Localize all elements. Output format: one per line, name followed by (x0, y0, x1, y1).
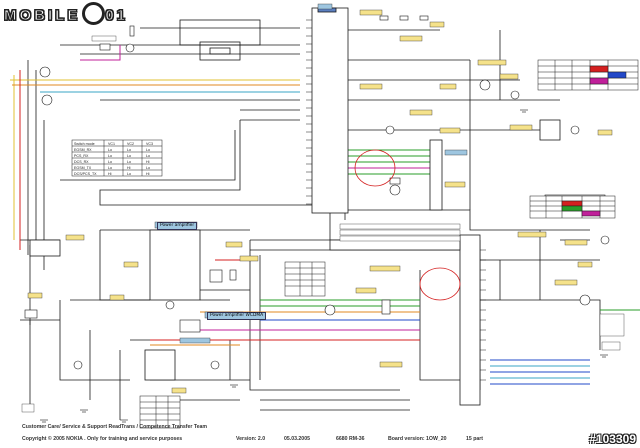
footer-page: 15 part (466, 436, 484, 442)
switch-table-cell: PCS_RX (74, 154, 89, 158)
table-right (529, 195, 616, 219)
table-top-right (537, 59, 639, 91)
switch-table-cell: Lo (108, 148, 112, 152)
ic-pa-small (144, 349, 176, 381)
table-center (284, 261, 326, 297)
wires-black (20, 8, 601, 420)
switch-table-cell: Lo (127, 148, 131, 152)
ic-blocks (29, 7, 561, 406)
switch-table-header: VC1 (108, 142, 115, 146)
ic-pins (306, 19, 486, 381)
footer-board: Board version: 1OW_20 (388, 436, 447, 442)
footer-line-2: Copyright © 2005 NOKIA . Only for traini… (22, 436, 183, 442)
logo-suffix: 01 (105, 7, 129, 25)
switch-table-cell: Lo (127, 172, 131, 176)
switch-table-cell: Hi (127, 166, 131, 170)
power-amplifier-wcdma-label: Power amplifier WCDMA (207, 312, 267, 320)
switch-table-header: VC2 (127, 142, 134, 146)
ic-baseband-rf (459, 234, 481, 406)
ic-filter-right (539, 119, 561, 141)
switch-table-cell: DCS_RX (74, 160, 89, 164)
switch-table-cell: Lo (146, 154, 150, 158)
footer-line-1: Customer Care/ Service & Support ReadTra… (22, 424, 207, 430)
switch-table-cell: Hi (108, 172, 112, 176)
switch-table-cell: EGSM_TX (74, 166, 92, 170)
footer-version: Version: 2.0 (236, 436, 266, 442)
logo-ring-icon (82, 2, 106, 25)
switch-table-cell: Lo (108, 160, 112, 164)
switch-mode-table (71, 139, 163, 177)
switch-table-cell: Lo (108, 154, 112, 158)
ic-center (329, 239, 461, 251)
switch-table-cell: Hi (146, 172, 150, 176)
footer-model: 6680 RM-36 (336, 436, 365, 442)
power-amplifier-label: Power amplifier (157, 222, 198, 230)
ic-rf-main (311, 7, 349, 214)
switch-table-cell: EGSM_RX (74, 148, 92, 152)
switch-table-cell: Lo (127, 160, 131, 164)
switch-table-header: Switch mode (74, 142, 95, 146)
ic-pa-left (149, 229, 201, 301)
switch-table-cell: Hi (146, 160, 150, 164)
switch-table-cell: Lo (146, 148, 150, 152)
switch-table-cell: DCS/PCS_TX (74, 172, 97, 176)
table-bottom (139, 395, 181, 429)
switch-table-cell: Lo (146, 166, 150, 170)
highlight-circles (354, 149, 461, 301)
switch-table-header: VC3 (146, 142, 153, 146)
watermark: #103309 (589, 432, 636, 446)
ground-symbols (40, 109, 608, 423)
logo-text: MOBILE (3, 7, 81, 25)
mobile01-logo: MOBILE 01 (3, 2, 129, 25)
ic-switch-left (29, 239, 61, 257)
switch-table-cell: Lo (127, 154, 131, 158)
footer-date: 05.03.2005 (284, 436, 310, 442)
switch-table-cell: Lo (108, 166, 112, 170)
